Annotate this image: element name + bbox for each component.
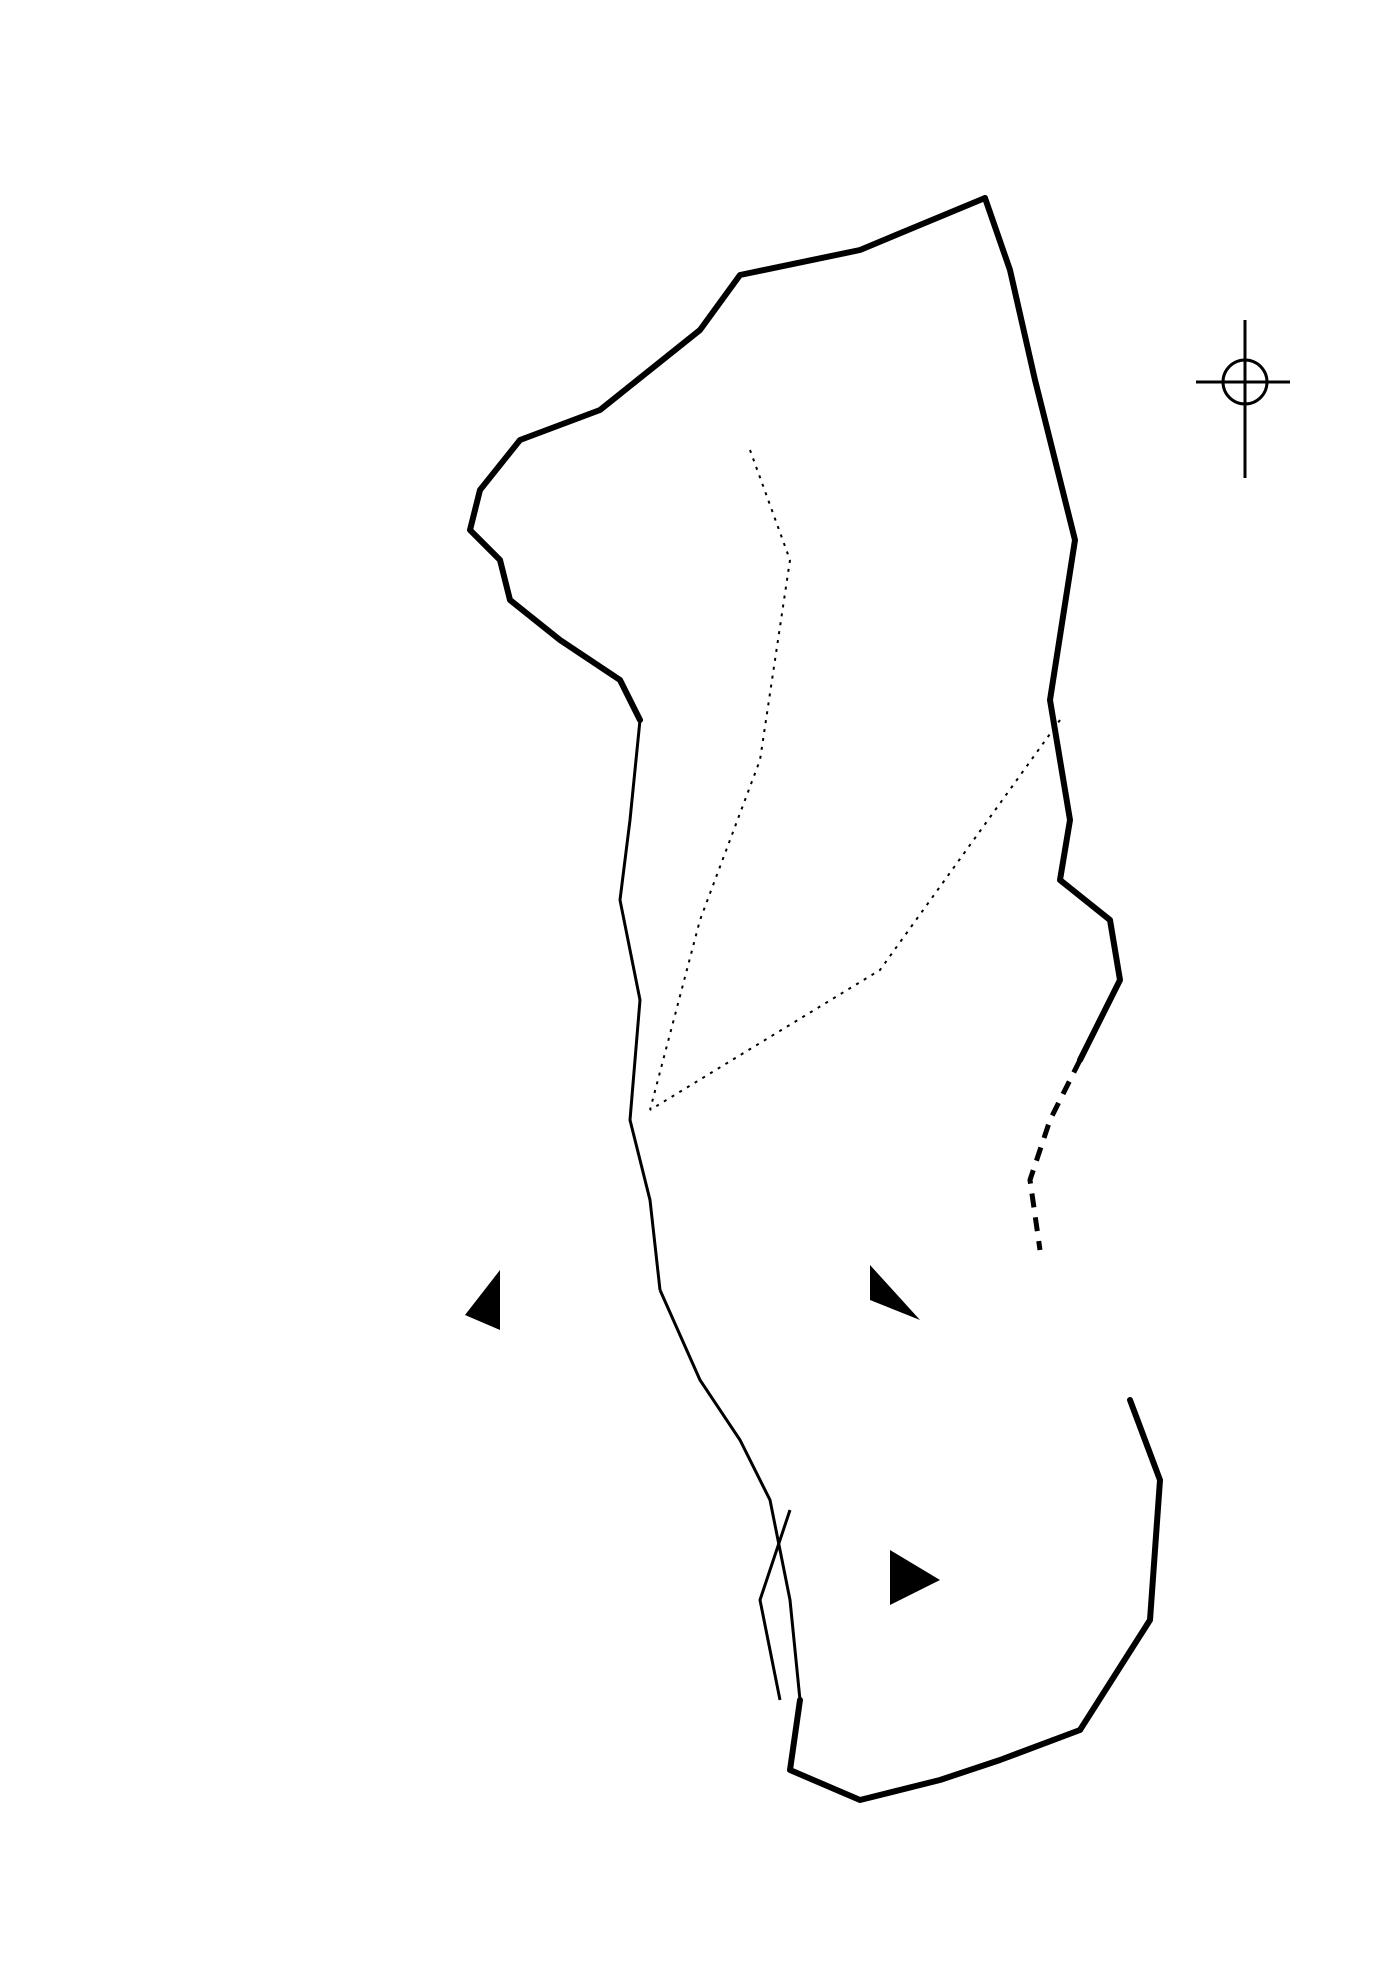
footpath-line: [649, 449, 1061, 1111]
main-route: [467, 195, 1163, 1803]
compass: [1196, 320, 1290, 478]
dashed-route: [1027, 1058, 1083, 1251]
trail-line: [618, 719, 802, 1701]
route-marker: [465, 1265, 940, 1605]
